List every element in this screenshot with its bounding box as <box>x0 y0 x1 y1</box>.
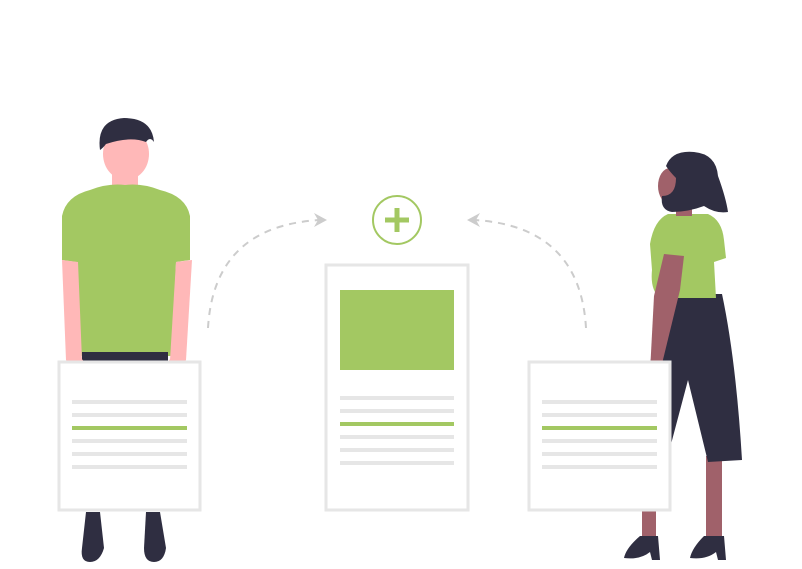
left-dashed-arrow-icon <box>207 213 327 329</box>
left-document <box>57 360 202 512</box>
left-person-belt <box>82 352 168 362</box>
right-document-line <box>542 465 657 469</box>
center-document-image-block <box>340 290 454 370</box>
center-document <box>324 263 470 512</box>
right-document-line <box>542 452 657 456</box>
left-document-line <box>72 452 187 456</box>
center-document-line <box>340 461 454 465</box>
center-document-line <box>340 396 454 400</box>
center-document-line <box>340 448 454 452</box>
right-person-arm <box>650 254 684 372</box>
left-person-shoe-left <box>81 512 104 562</box>
left-person-shirt <box>62 184 190 356</box>
left-person-hair <box>99 118 154 150</box>
right-dashed-arrow-icon <box>467 213 587 329</box>
center-document-line <box>340 435 454 439</box>
right-person-shoe-left <box>624 536 660 560</box>
right-person-leg-right <box>706 456 722 540</box>
right-document-sheet <box>527 360 672 512</box>
right-document-line <box>542 413 657 417</box>
right-person-hair <box>661 151 728 213</box>
left-document-line <box>72 413 187 417</box>
left-document-line <box>72 439 187 443</box>
left-person-arm-left <box>62 260 82 370</box>
right-document-highlight-line <box>542 426 657 430</box>
center-document-highlight-line <box>340 422 454 426</box>
left-document-line <box>72 465 187 469</box>
right-person <box>624 151 742 560</box>
right-document-line <box>542 400 657 404</box>
left-document-highlight-line <box>72 426 187 430</box>
left-document-line <box>72 400 187 404</box>
plus-circle-icon <box>372 195 422 245</box>
left-document-sheet <box>57 360 202 512</box>
left-person-shoe-right <box>144 512 166 562</box>
center-document-line <box>340 409 454 413</box>
right-document <box>527 360 672 512</box>
left-person-arm-right <box>170 260 192 370</box>
right-person-shoe-right <box>690 536 726 560</box>
right-document-line <box>542 439 657 443</box>
